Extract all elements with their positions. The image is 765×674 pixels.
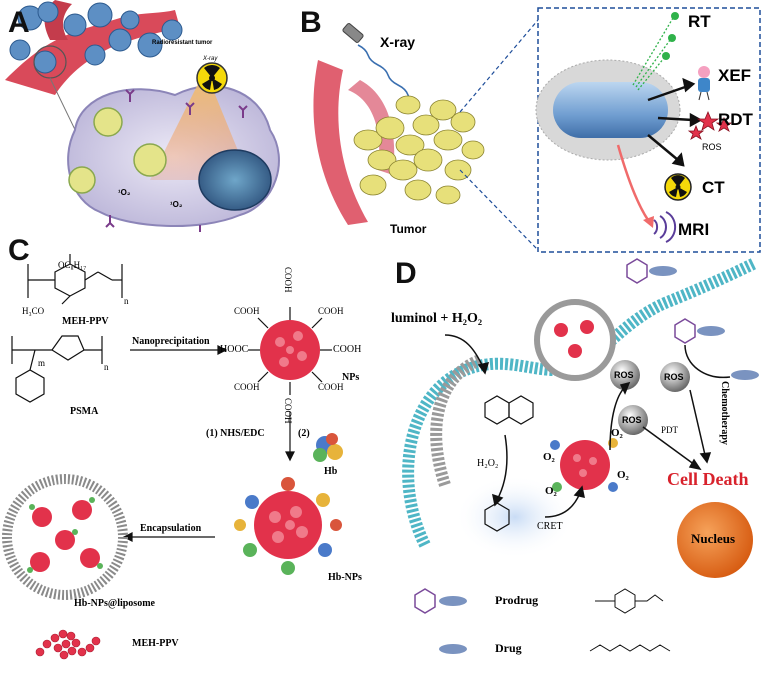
nanocapsule xyxy=(553,82,668,138)
luminol-reagent-label: luminol + H₂O₂ xyxy=(391,311,483,326)
meh-ppv-n: n xyxy=(124,296,129,306)
chemotherapy-label: Chemotherapy xyxy=(719,381,730,445)
h2o2-label: H₂O₂ xyxy=(477,458,499,469)
singlet-oxygen-left: ¹O₂ xyxy=(118,188,131,197)
psma-label: PSMA xyxy=(70,406,99,417)
nucleus-label: Nucleus xyxy=(691,531,736,546)
meh-ppv-methoxy: H₃CO xyxy=(22,306,45,316)
blood-vessel xyxy=(313,60,368,225)
cooh-nanoparticle xyxy=(248,307,332,395)
panel-b: B X-ray Tumor RT XEF RDT ROS CT MRI xyxy=(298,0,765,255)
panel-label-d: D xyxy=(395,257,417,290)
cooh-lower-right: COOH xyxy=(318,382,344,392)
radiation-icon xyxy=(664,173,692,201)
encapsulation-label: Encapsulation xyxy=(140,523,202,534)
panel-a-illustration xyxy=(5,0,280,232)
mri-label: MRI xyxy=(678,220,710,239)
panel-d-illustration xyxy=(402,257,759,654)
ros-spheres xyxy=(610,360,690,435)
o2-label-4: O₂ xyxy=(545,485,557,497)
meh-ppv-structure-label: MEH-PPV xyxy=(62,316,109,327)
panel-c-illustration xyxy=(2,254,343,660)
psma-m: m xyxy=(38,358,46,368)
panel-b-illustration xyxy=(313,7,761,253)
tumor-tissue xyxy=(353,95,485,205)
mri-waves-icon xyxy=(653,211,677,243)
meh-ppv-side-chain: OC₈H₁₇ xyxy=(58,260,87,270)
meh-ppv-chain-icon xyxy=(35,629,101,660)
panel-a: A Radioresistant tumor X-ray ¹O₂ ¹O₂ xyxy=(0,0,298,232)
xray-label: X-ray xyxy=(380,34,416,50)
o2-label-3: O₂ xyxy=(617,469,629,481)
cooh-top: COOH xyxy=(283,267,293,293)
ros-stars-icon xyxy=(687,110,733,140)
cooh-lower-left: COOH xyxy=(234,382,260,392)
zoom-box xyxy=(537,7,761,253)
ros-sphere-label-3: ROS xyxy=(622,415,642,425)
nucleus-body xyxy=(677,502,753,578)
cret-label: CRET xyxy=(537,521,563,532)
liposome xyxy=(2,474,128,600)
pdt-label: PDT xyxy=(661,425,679,435)
liposome-label: Hb-NPs@liposome xyxy=(74,598,155,609)
ros-sphere-label-1: ROS xyxy=(614,370,634,380)
xef-label: XEF xyxy=(718,66,752,85)
nhs-edc-label: (1) NHS/EDC xyxy=(206,428,265,439)
panel-label-b: B xyxy=(300,6,322,39)
o2-label-2: O₂ xyxy=(611,427,623,439)
cooh-upper-left: COOH xyxy=(234,306,260,316)
ros-label: ROS xyxy=(702,142,722,152)
cooh-right: COOH xyxy=(333,344,362,355)
hb-label: Hb xyxy=(324,466,338,477)
tumor-label: Tumor xyxy=(390,222,427,236)
rdt-label: RDT xyxy=(718,110,753,129)
xray-badge-label: X-ray xyxy=(203,56,218,62)
panel-label-c: C xyxy=(8,234,30,267)
nps-label: NPs xyxy=(342,372,360,383)
rt-label: RT xyxy=(688,12,711,31)
panel-label-a: A xyxy=(8,6,30,39)
prodrug-legend-label: Prodrug xyxy=(495,593,539,607)
cell-death-label: Cell Death xyxy=(667,469,749,489)
chain-legend-label: MEH-PPV xyxy=(132,638,179,649)
psma-n: n xyxy=(104,362,109,372)
ct-label: CT xyxy=(702,178,725,197)
nanoprecipitation-label: Nanoprecipitation xyxy=(132,336,210,347)
step2-label: (2) xyxy=(298,428,310,439)
hb-nanoparticle xyxy=(234,477,342,575)
hooc-left: HOOC xyxy=(220,344,249,355)
hemoglobin-icon xyxy=(313,433,343,462)
panel-c: C OC₈H₁₇ H₃CO n MEH-PPV m n PSMA Nanopre… xyxy=(0,232,385,674)
drug-legend-label: Drug xyxy=(495,641,522,655)
singlet-oxygen-right: ¹O₂ xyxy=(170,200,183,209)
hb-nps-label: Hb-NPs xyxy=(328,572,362,583)
cooh-upper-right: COOH xyxy=(318,306,344,316)
o2-label-1: O₂ xyxy=(543,451,555,463)
cret-nanoparticle xyxy=(550,438,618,492)
cell-nucleus xyxy=(198,149,272,211)
xef-icon xyxy=(698,66,710,101)
panel-d: D luminol + H₂O₂ H₂O₂ CRET PDT Chemother… xyxy=(385,255,765,674)
radioresistant-tumor-label: Radioresistant tumor xyxy=(152,40,213,46)
ros-sphere-label-2: ROS xyxy=(664,372,684,382)
cooh-bottom: COOH xyxy=(283,398,293,424)
